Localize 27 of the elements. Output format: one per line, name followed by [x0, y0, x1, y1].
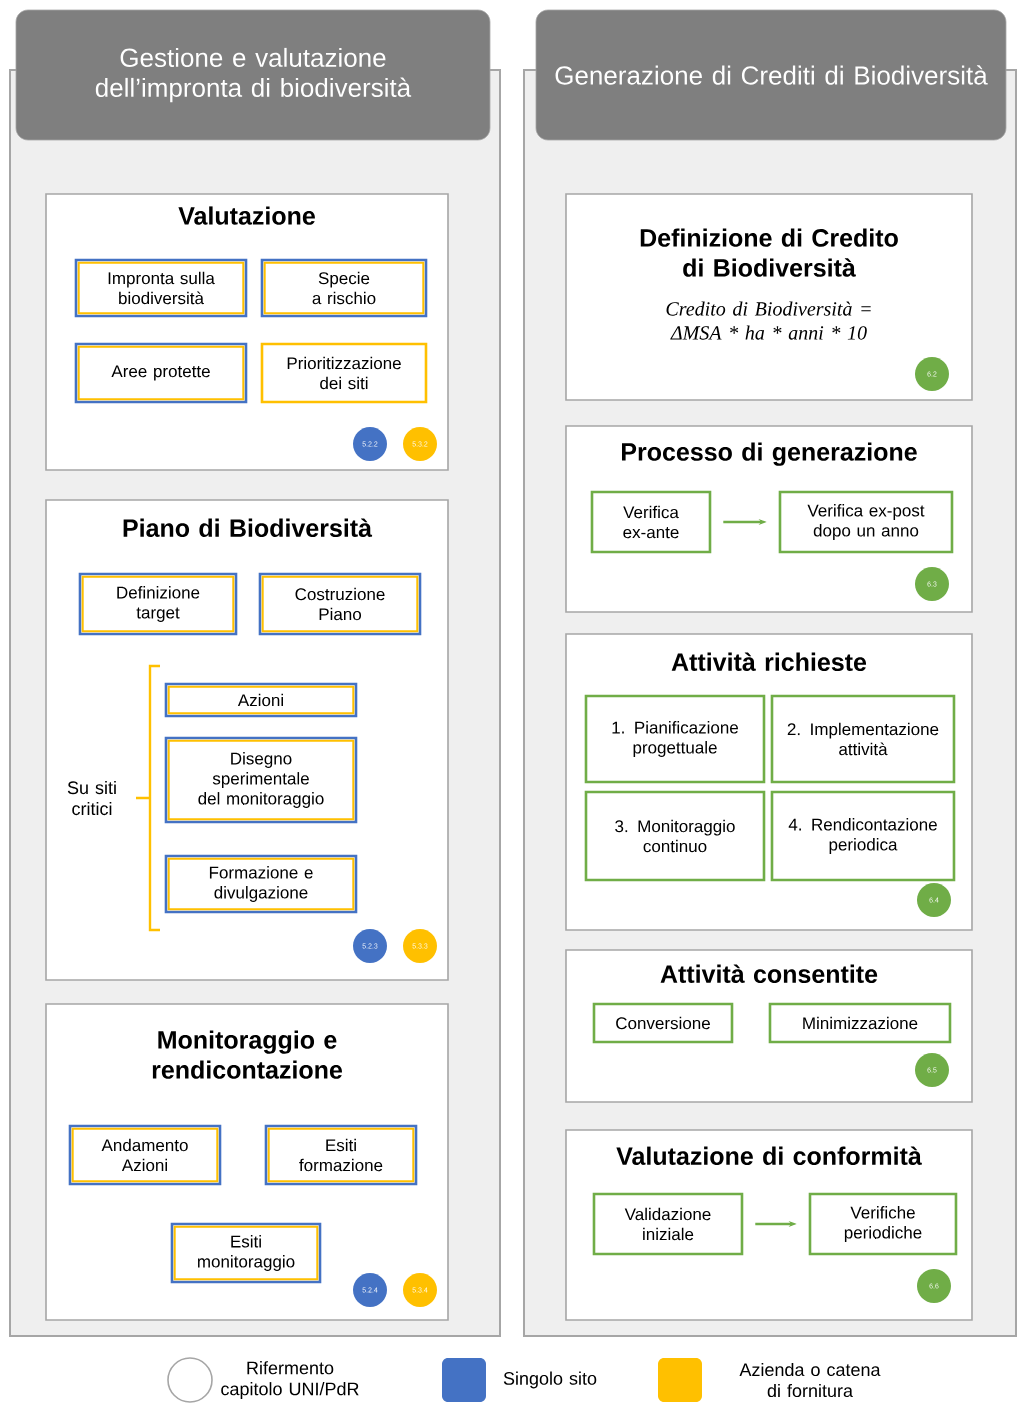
- side-label: Su siti critici: [67, 780, 116, 816]
- text-box: Esiti monitoraggio: [170, 1222, 322, 1284]
- text-box: 2. Implementazione attività: [770, 694, 956, 784]
- text-box: Aree protette: [74, 342, 248, 404]
- text-box: Formazione e divulgazione: [164, 854, 358, 914]
- text-box: Definizione target: [78, 572, 238, 636]
- text-box: Disegno sperimentale del monitoraggio: [164, 736, 358, 824]
- legend-label: Azienda o catena di fornitura: [739, 1362, 881, 1398]
- text-box: Andamento Azioni: [68, 1124, 222, 1186]
- legend-label: Singolo sito: [503, 1371, 597, 1389]
- text-box: Validazione iniziale: [592, 1192, 744, 1256]
- text-box: Esiti formazione: [264, 1124, 418, 1186]
- node-label: Gestione e valutazione: [120, 47, 386, 67]
- text-box: 1. Pianificazione progettuale: [584, 694, 766, 784]
- text-box: Minimizzazione: [768, 1002, 952, 1044]
- text-box: Verifiche periodiche: [808, 1192, 958, 1256]
- text-box: Costruzione Piano: [258, 572, 422, 636]
- legend-label: Rifermento capitolo UNI/PdR: [221, 1361, 359, 1399]
- text-box: 4. Rendicontazione periodica: [770, 790, 956, 882]
- text-box: Verifica ex-ante: [590, 490, 712, 554]
- text-box: 3. Monitoraggio continuo: [584, 790, 766, 882]
- text-box: Azioni: [164, 682, 358, 718]
- text-box: Conversione: [592, 1002, 734, 1044]
- text-box: Verifica ex-post dopo un anno: [778, 490, 954, 554]
- text-box: Impronta sulla biodiversità: [74, 258, 248, 318]
- text-box: Specie a rischio: [260, 258, 428, 318]
- text-box: Prioritizzazione dei siti: [260, 342, 428, 404]
